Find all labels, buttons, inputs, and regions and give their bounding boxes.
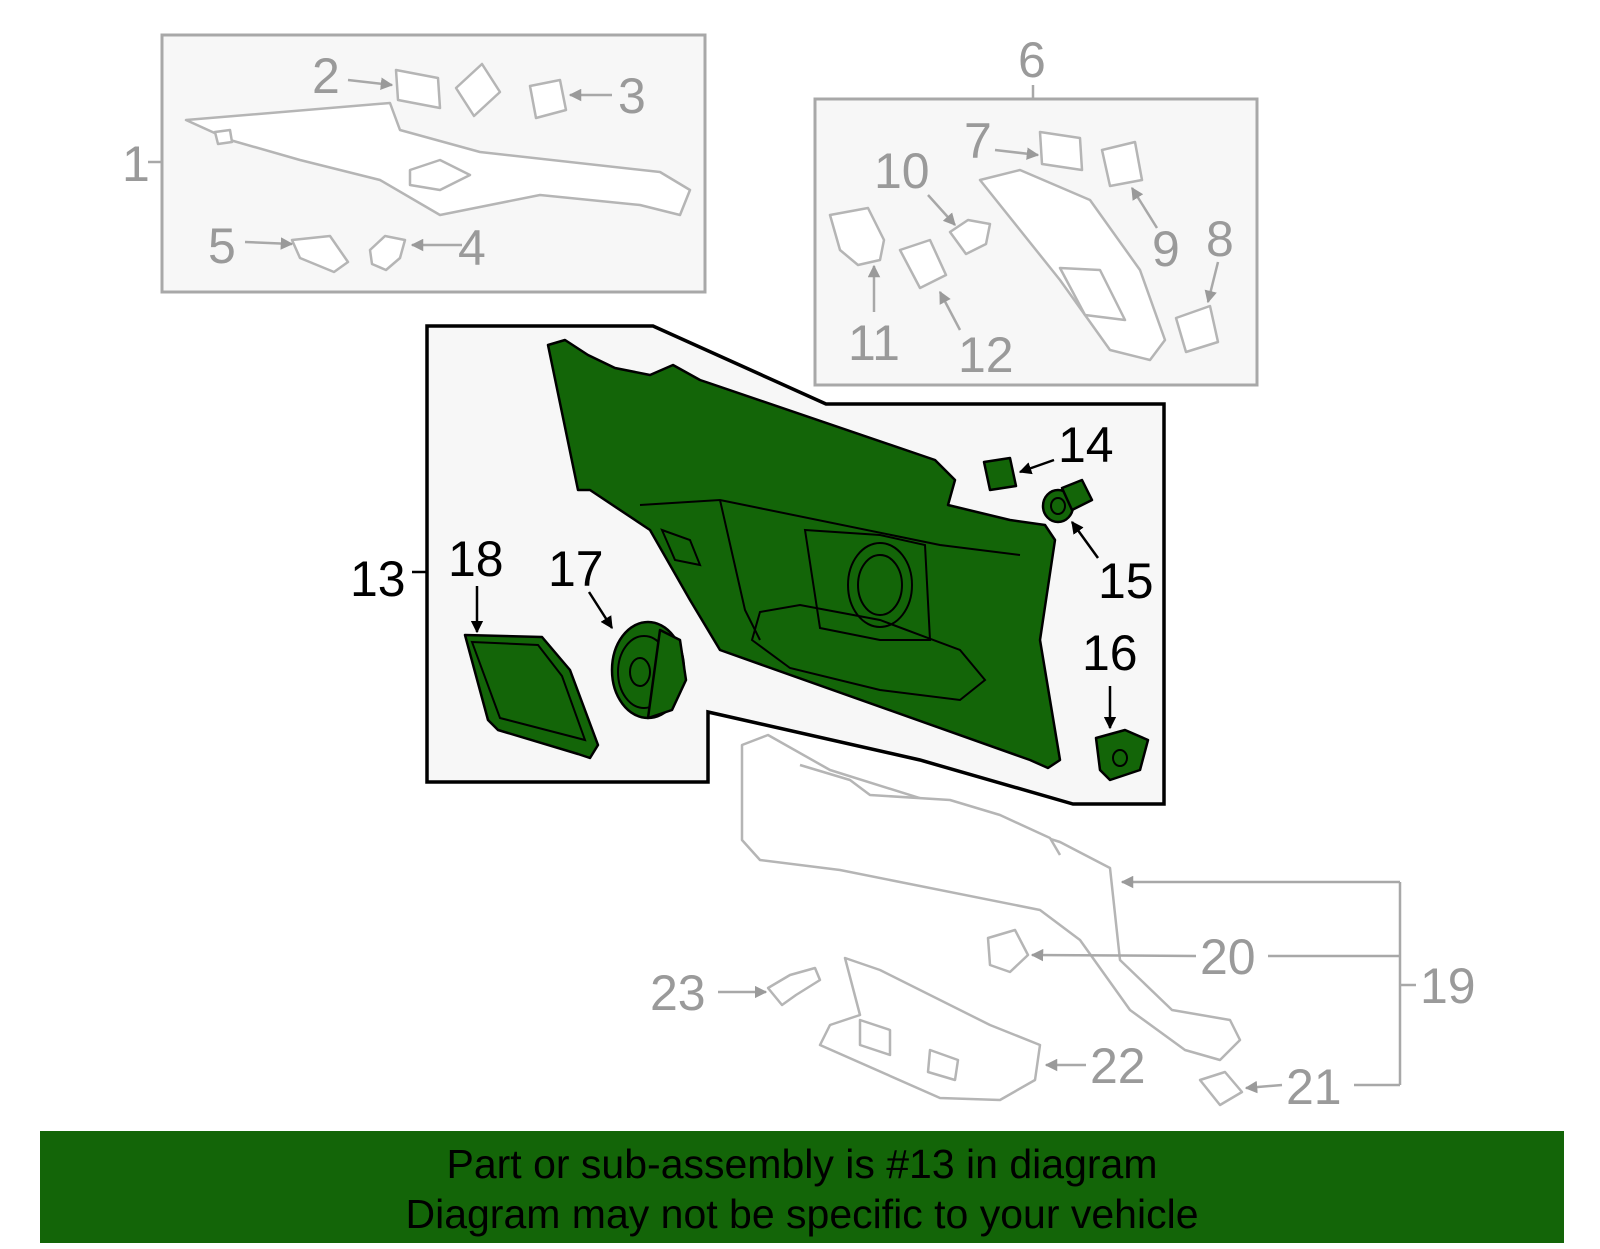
callout-6: 6	[1018, 32, 1046, 88]
callout-12: 12	[958, 327, 1014, 383]
banner-line-disclaimer: Diagram may not be specific to your vehi…	[405, 1191, 1199, 1237]
callout-2: 2	[312, 48, 340, 104]
callout-21: 21	[1286, 1059, 1342, 1115]
lamp-part-11[interactable]	[828, 206, 886, 267]
speaker-grille-part-18[interactable]	[463, 633, 600, 760]
nut-part-20[interactable]	[986, 928, 1030, 974]
clip-part-9[interactable]	[1100, 140, 1144, 188]
callout-10: 10	[874, 143, 930, 199]
trim-panel-part-1[interactable]	[184, 101, 692, 217]
clip-part-8[interactable]	[1174, 304, 1220, 354]
cap-part-5[interactable]	[290, 234, 350, 274]
callout-14: 14	[1058, 417, 1114, 473]
bolt-part-23[interactable]	[766, 966, 822, 1007]
callout-19: 19	[1420, 958, 1476, 1014]
info-banner: Part or sub-assembly is #13 in diagram D…	[40, 1131, 1564, 1243]
callout-13: 13	[350, 551, 406, 607]
cap-part-12[interactable]	[898, 238, 948, 290]
bracket-part-16[interactable]	[1094, 728, 1150, 782]
group-box-1	[148, 33, 707, 294]
callout-5: 5	[208, 218, 236, 274]
clip-part-7[interactable]	[1038, 130, 1084, 172]
callout-11: 11	[848, 315, 900, 371]
callout-16: 16	[1082, 625, 1138, 681]
callout-4: 4	[458, 220, 486, 276]
callout-8: 8	[1206, 211, 1234, 267]
callout-23: 23	[650, 965, 706, 1021]
callout-7: 7	[964, 113, 992, 169]
clip-part-21[interactable]	[1198, 1070, 1244, 1107]
bracket-part-22[interactable]	[818, 956, 1042, 1102]
screw-part-4[interactable]	[368, 234, 407, 272]
callout-9: 9	[1152, 221, 1180, 277]
callout-1: 1	[122, 136, 150, 192]
nut-part-3[interactable]	[528, 78, 568, 120]
clip-part-2[interactable]	[394, 68, 442, 110]
quarter-trim-panel-part-13[interactable]	[546, 338, 1062, 770]
callout-15: 15	[1098, 553, 1154, 609]
screw-part-10[interactable]	[948, 218, 992, 256]
sill-trim-group-19	[718, 733, 1416, 1107]
callout-3: 3	[618, 68, 646, 124]
plug-part-14[interactable]	[982, 456, 1018, 492]
retainer-part-15[interactable]	[1041, 478, 1094, 524]
callout-22: 22	[1090, 1038, 1146, 1094]
banner-line-part-number: Part or sub-assembly is #13 in diagram	[446, 1141, 1158, 1187]
callout-17: 17	[548, 541, 604, 597]
speaker-part-17[interactable]	[610, 620, 688, 720]
group-box-13	[412, 324, 1166, 806]
group-box-6	[813, 85, 1259, 387]
callout-20: 20	[1200, 929, 1256, 985]
callout-18: 18	[448, 531, 504, 587]
